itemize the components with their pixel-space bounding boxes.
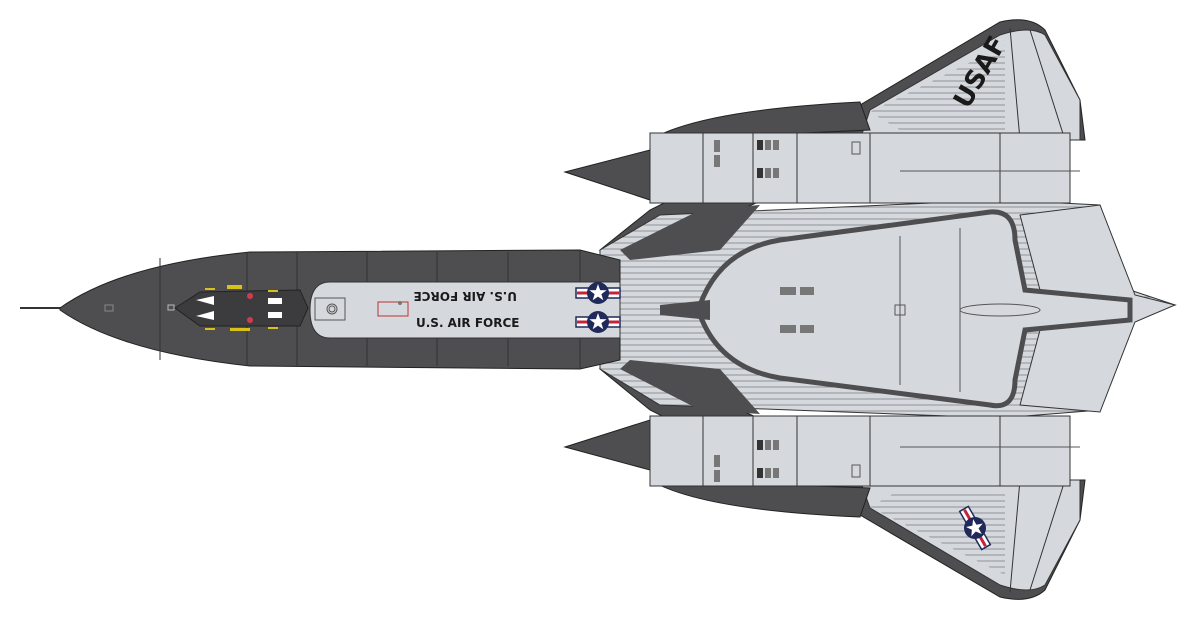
fuselage-spine: U.S. AIR FORCE U.S. AIR FORCE [309,281,621,339]
center-wing [599,199,1177,419]
fuselage-marking: U.S. AIR FORCE [416,316,520,330]
nacelle-lower [563,415,1080,518]
fuselage-marking-inverted: U.S. AIR FORCE [414,289,518,303]
cockpit-canopy [174,289,309,327]
nacelle-upper [563,101,1080,204]
